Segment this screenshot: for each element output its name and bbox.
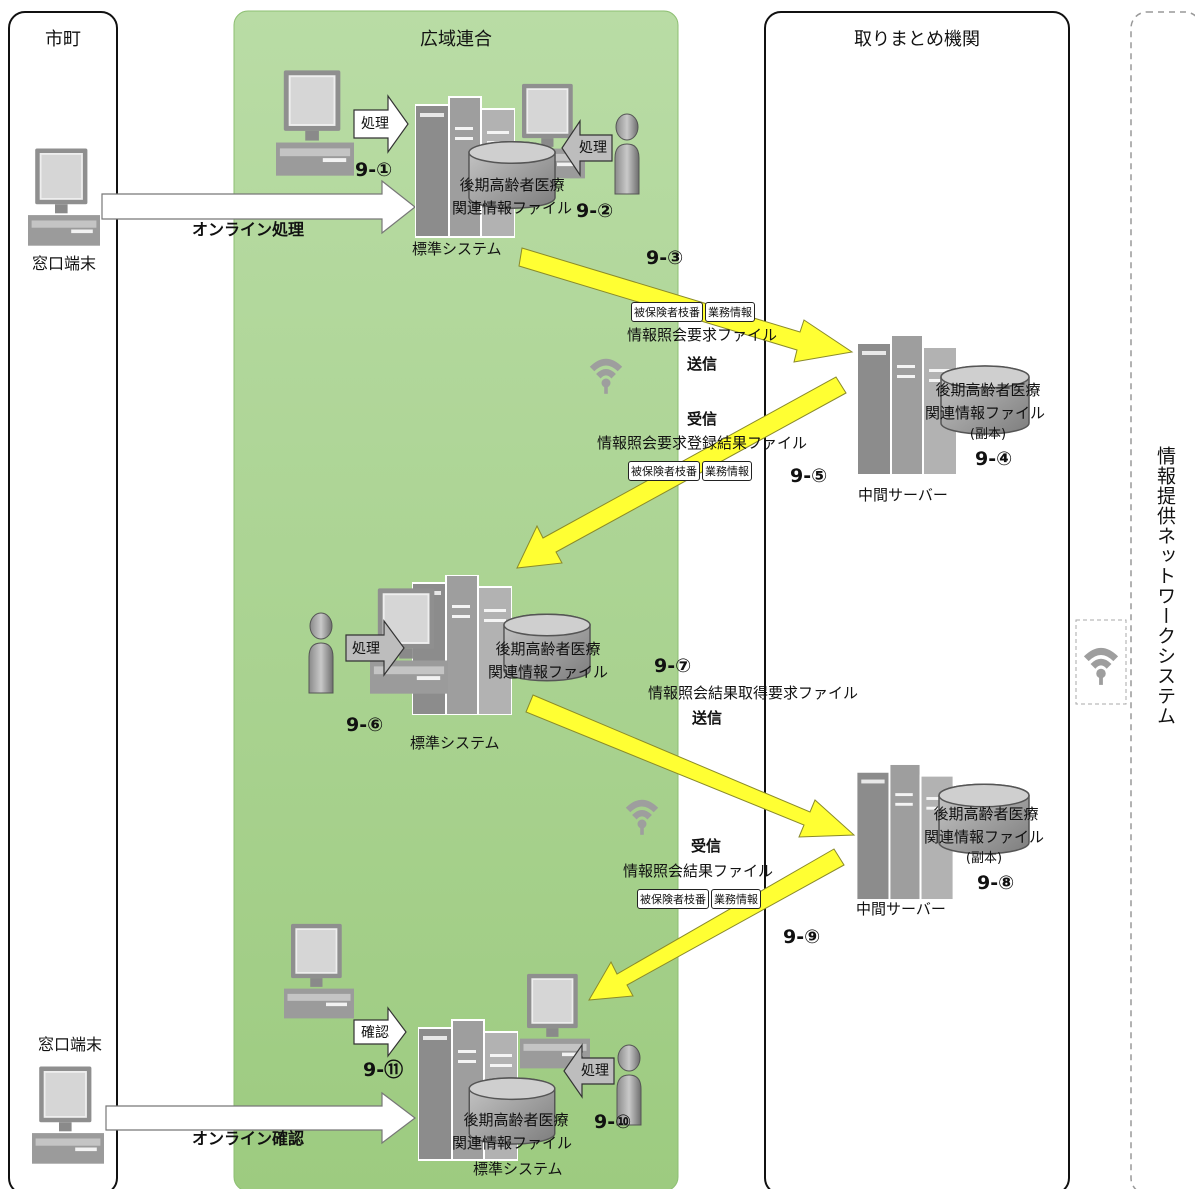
file-label: 情報照会要求登録結果ファイル [596, 434, 808, 452]
lane-title-union: 広域連合 [420, 29, 492, 50]
tag-insured-branch: 被保険者枝番 [631, 302, 703, 322]
db-label: (副本) [965, 851, 1003, 866]
city-lane-frame [8, 11, 118, 1189]
db-label: 関連情報ファイル [451, 199, 573, 217]
tag-business-info: 業務情報 [705, 302, 755, 322]
step-label: 9-⑥ [346, 714, 384, 736]
step-label: 9-⑩ [594, 1111, 632, 1133]
send-label: 送信 [691, 709, 723, 727]
process-label: 処理 [581, 1063, 609, 1079]
tag-insured-branch: 被保険者枝番 [637, 889, 709, 909]
db-label: (副本) [969, 427, 1007, 442]
file-tags: 被保険者枝番 業務情報 [628, 461, 752, 481]
process-label: 処理 [579, 140, 607, 156]
system-label: 標準システム [473, 1160, 563, 1178]
tag-insured-branch: 被保険者枝番 [628, 461, 700, 481]
process-label: 処理 [361, 116, 389, 132]
lane-title-agg: 取りまとめ機関 [854, 29, 980, 50]
pc-icon [32, 1066, 104, 1165]
step-label: 9-② [576, 200, 614, 222]
step-label: 9-① [355, 159, 393, 181]
online-process-label: オンライン処理 [192, 220, 305, 239]
step-label: 9-⑦ [654, 655, 692, 677]
step-label: 9-⑪ [363, 1059, 404, 1081]
system-label: 標準システム [412, 240, 502, 258]
lane-title-network: 情報提供ネットワークシステム [1154, 446, 1176, 726]
step-label: 9-⑤ [790, 465, 828, 487]
db-label: 関連情報ファイル [451, 1134, 573, 1152]
db-label: 後期高齢者医療 [935, 381, 1041, 399]
database-icon [940, 365, 1030, 435]
file-label: 情報照会要求ファイル [626, 326, 778, 344]
server-label: 中間サーバー [858, 486, 948, 504]
db-label: 関連情報ファイル [923, 828, 1045, 846]
confirm-label: 確認 [361, 1025, 389, 1041]
file-tags: 被保険者枝番 業務情報 [631, 302, 755, 322]
file-label: 情報照会結果ファイル [622, 862, 774, 880]
agg-lane-frame [764, 11, 1070, 1189]
file-tags: 被保険者枝番 業務情報 [637, 889, 761, 909]
terminal-label: 窓口端末 [31, 254, 97, 273]
network-lane-frame [1130, 11, 1195, 1189]
lane-title-city: 市町 [45, 29, 81, 50]
step-label: 9-⑨ [783, 926, 821, 948]
tag-business-info: 業務情報 [711, 889, 761, 909]
db-label: 後期高齢者医療 [463, 1111, 569, 1129]
db-label: 後期高齢者医療 [459, 176, 565, 194]
db-label: 関連情報ファイル [924, 404, 1046, 422]
file-label: 情報照会結果取得要求ファイル [647, 684, 859, 702]
system-label: 標準システム [410, 734, 500, 752]
server-label: 中間サーバー [856, 900, 946, 918]
receive-label: 受信 [690, 837, 722, 855]
receive-label: 受信 [686, 410, 718, 428]
tag-business-info: 業務情報 [702, 461, 752, 481]
db-label: 関連情報ファイル [487, 663, 609, 681]
step-label: 9-③ [646, 247, 684, 269]
online-confirm-label: オンライン確認 [192, 1129, 305, 1148]
process-label: 処理 [352, 641, 380, 657]
person-icon [614, 113, 640, 195]
step-label: 9-⑧ [977, 872, 1015, 894]
step-label: 9-④ [975, 448, 1013, 470]
send-label: 送信 [686, 355, 718, 373]
pc-icon [28, 148, 100, 247]
db-label: 後期高齢者医療 [933, 805, 1039, 823]
db-label: 後期高齢者医療 [495, 640, 601, 658]
person-icon [308, 612, 334, 694]
terminal-label: 窓口端末 [37, 1035, 103, 1054]
